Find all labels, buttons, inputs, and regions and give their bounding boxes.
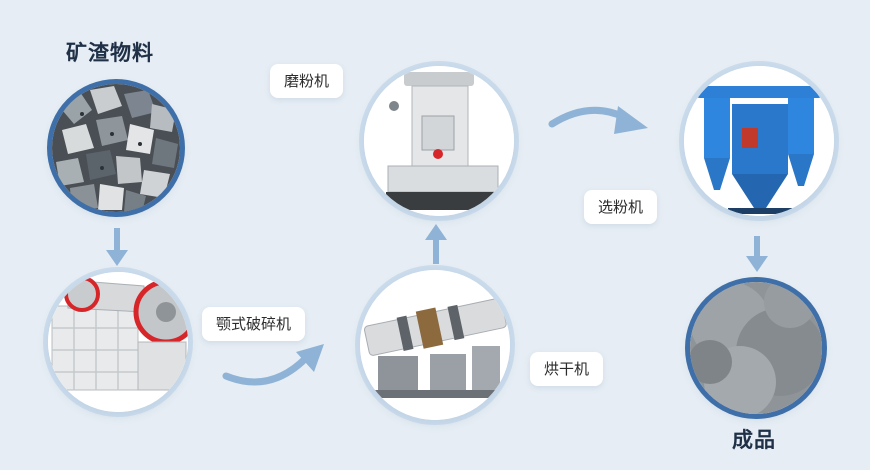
raw-material-image (52, 84, 180, 212)
dryer-label: 烘干机 (530, 352, 604, 386)
grinding-mill-image (364, 66, 514, 216)
rotary-dryer-illustration (360, 270, 510, 420)
jaw-crusher-illustration (48, 272, 188, 412)
dryer-image (360, 270, 510, 420)
slag-rocks-illustration (52, 84, 180, 212)
product-title: 成品 (732, 428, 776, 452)
grinding-mill-label: 磨粉机 (270, 64, 344, 98)
jaw-crusher-image (48, 272, 188, 412)
arrow-classifier-to-product (746, 236, 768, 272)
powder-illustration (690, 282, 822, 414)
arrow-dryer-to-mill (425, 224, 447, 264)
raw-material-title: 矿渣物料 (66, 41, 154, 65)
grinding-mill-illustration (364, 66, 514, 216)
arrow-crusher-to-dryer (222, 344, 324, 386)
arrow-mill-to-classifier (548, 106, 648, 134)
product-image (690, 282, 822, 414)
jaw-crusher-label: 颚式破碎机 (202, 307, 306, 341)
arrow-raw-to-crusher (106, 228, 128, 266)
classifier-label: 选粉机 (584, 190, 658, 224)
classifier-image (684, 66, 834, 216)
classifier-illustration (684, 66, 834, 216)
